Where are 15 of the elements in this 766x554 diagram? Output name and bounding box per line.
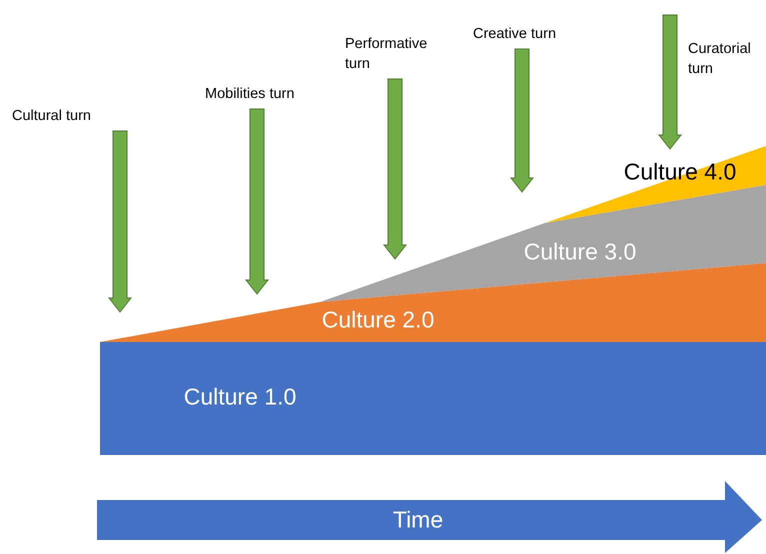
wedge-label: Culture 2.0 xyxy=(322,306,434,334)
arrow-label: Time xyxy=(392,506,444,534)
annotation-text: Mobilities turn xyxy=(205,84,330,104)
annotation-text: Performative turn xyxy=(345,34,455,74)
annotation-text: Cultural turn xyxy=(12,106,122,126)
down-arrow xyxy=(108,130,132,313)
down-arrow xyxy=(658,14,682,150)
annotation-text: Creative turn xyxy=(473,24,583,44)
annotation-text: Curatorial turn xyxy=(688,39,763,79)
down-arrow xyxy=(510,48,534,193)
wedge-label: Culture 4.0 xyxy=(624,158,736,186)
down-arrow xyxy=(382,78,408,260)
down-arrow xyxy=(244,108,270,295)
wedge-label: Culture 3.0 xyxy=(524,238,636,266)
wedge-label: Culture 1.0 xyxy=(184,384,296,410)
